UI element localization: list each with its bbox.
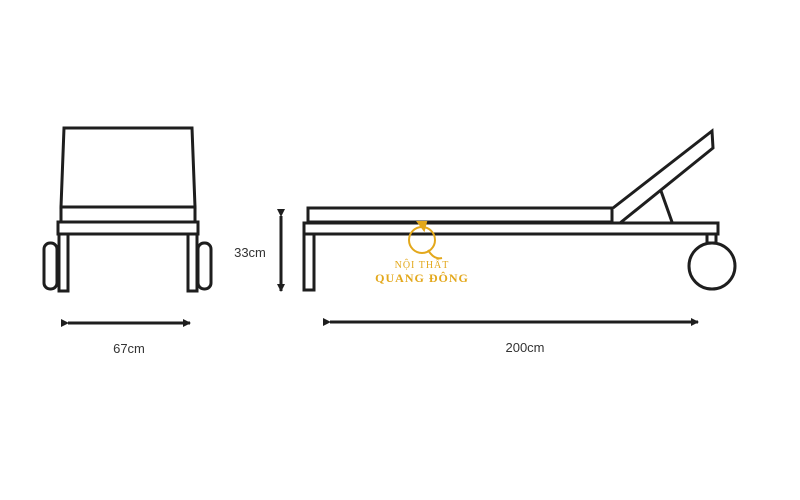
front-backrest — [59, 126, 197, 209]
front-view — [42, 126, 213, 293]
side-frame — [302, 221, 720, 236]
logo-icon — [408, 221, 443, 260]
front-cushion — [59, 205, 197, 224]
logo-line2: QUANG ĐÔNG — [375, 271, 469, 285]
front-wheel-left — [42, 241, 59, 291]
width-label: 67cm — [113, 341, 145, 356]
dimension-arrows — [61, 209, 699, 327]
side-backrest — [612, 128, 715, 225]
length-label: 200cm — [505, 340, 545, 355]
side-cushion — [306, 206, 614, 224]
side-view — [302, 128, 737, 292]
logo-line1: NỘI THẤT — [394, 260, 450, 271]
height-label: 33cm — [234, 245, 266, 260]
side-leg — [302, 232, 316, 292]
side-wheel — [687, 241, 737, 291]
front-wheel-right — [196, 241, 213, 291]
front-frame — [56, 220, 200, 236]
front-leg-right — [186, 232, 199, 293]
backrest-strut — [659, 190, 674, 223]
front-leg-left — [57, 232, 70, 293]
